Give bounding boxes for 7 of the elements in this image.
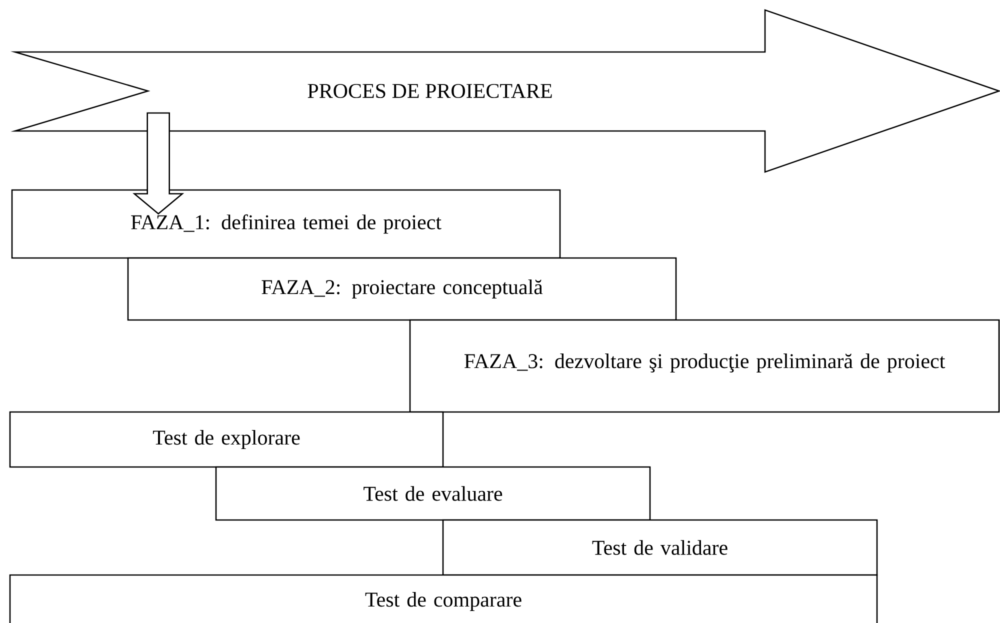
phase-box: Test de validare xyxy=(442,519,878,576)
phase-box: Test de evaluare xyxy=(215,466,651,521)
phase-box: FAZA_2: proiectare conceptuală xyxy=(127,257,677,321)
phase-box: Test de explorare xyxy=(9,411,444,468)
phase-box: FAZA_1: definirea temei de proiect xyxy=(11,189,561,259)
phase-box: FAZA_3: dezvoltare şi producţie preliminară de proiect xyxy=(409,319,1000,413)
phase-box: Test de comparare xyxy=(9,574,878,623)
